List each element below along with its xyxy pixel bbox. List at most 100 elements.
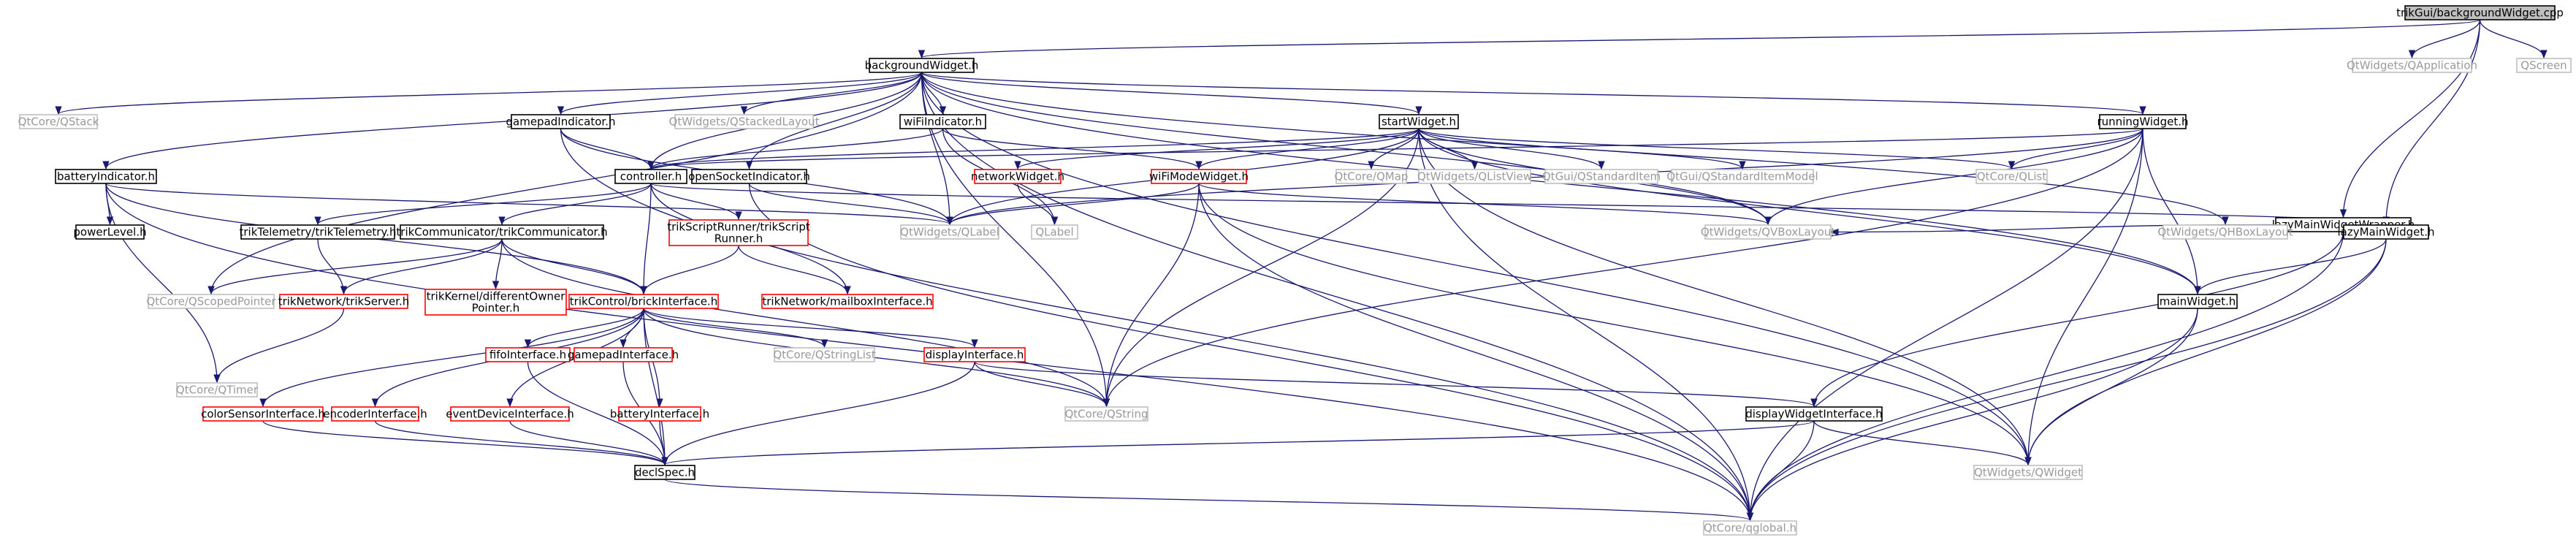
node-controller-h[interactable]: controller.h <box>614 169 687 184</box>
node-qtwidgets-qstackedlayout[interactable]: QtWidgets/QStackedLayout <box>669 114 820 129</box>
node-opensocketindicator-h[interactable]: openSocketIndicator.h <box>688 169 810 184</box>
node-fifointerface-h[interactable]: fifoInterface.h <box>485 347 571 362</box>
node-lazymainwidget-h[interactable]: lazyMainWidget.h <box>2337 224 2435 240</box>
edge-opensock-to-qglobal <box>748 183 1754 522</box>
node-box <box>1379 114 1459 129</box>
node-gamepadinterface-h[interactable]: gamepadInterface.h <box>568 347 679 362</box>
node-label: mainWidget.h <box>2160 295 2236 308</box>
node-label: trikKernel/differentOwner <box>427 290 566 303</box>
node-displayinterface-h[interactable]: displayInterface.h <box>923 347 1026 362</box>
node-qtcore-qstring[interactable]: QtCore/QString <box>1064 406 1148 422</box>
edge-wifimode-to-qglobal <box>1198 183 1754 522</box>
node-trikgui-backgroundwidget-cpp[interactable]: trikGui/backgroundWidget.cpp <box>2396 5 2564 20</box>
node-triknetwork-mailboxinterface-h[interactable]: trikNetwork/mailboxInterface.h <box>761 294 934 309</box>
node-box <box>2162 224 2288 240</box>
node-batteryinterface-h[interactable]: batteryInterface.h <box>610 406 709 422</box>
edge-startw-to-qglobal <box>1418 128 1754 522</box>
edge-bgw-to-qstacked <box>740 72 923 115</box>
edge-gamepadind-to-controller <box>560 128 655 170</box>
node-runningwidget-h[interactable]: runningWidget.h <box>2097 114 2189 129</box>
edge-controller-to-brickif <box>640 183 652 295</box>
node-layer: trikGui/backgroundWidget.cppQtWidgets/QA… <box>18 5 2572 536</box>
node-startwidget-h[interactable]: startWidget.h <box>1379 114 1459 129</box>
node-mainwidget-h[interactable]: mainWidget.h <box>2157 294 2238 309</box>
edge-startw-to-networkw <box>1014 128 1420 170</box>
node-box <box>1544 169 1658 184</box>
edge-brickif-to-displayif <box>643 308 978 349</box>
edge-startw-to-controller <box>647 128 1420 170</box>
edge-brickif-to-qstrlist <box>643 308 828 349</box>
node-label: QtCore/QMap <box>1335 170 1409 183</box>
node-qtwidgets-qvboxlayout[interactable]: QtWidgets/QVBoxLayout <box>1701 224 1835 240</box>
node-colorsensorinterface-h[interactable]: colorSensorInterface.h <box>201 406 325 422</box>
node-qtgui-qstandarditem[interactable]: QtGui/QStandardItem <box>1542 169 1661 184</box>
edge-displaywidgetif-to-declspec <box>661 420 1815 466</box>
edge-gamepadind-to-qglobal <box>560 128 1754 522</box>
node-label: QtWidgets/QStackedLayout <box>669 115 820 129</box>
node-trikcommunicator-trikcommunicator-h[interactable]: trikCommunicator/trikCommunicator.h <box>396 224 608 240</box>
node-qlabel[interactable]: QLabel <box>1031 224 1078 240</box>
node-qtcore-qmap[interactable]: QtCore/QMap <box>1335 169 1409 184</box>
node-qscreen[interactable]: QScreen <box>2516 58 2572 73</box>
edge-scriptrunner-to-mailbox <box>738 245 851 295</box>
node-wifiindicator-h[interactable]: wiFiIndicator.h <box>899 114 986 129</box>
node-batteryindicator-h[interactable]: batteryIndicator.h <box>55 169 157 184</box>
node-box <box>974 169 1062 184</box>
node-displaywidgetinterface-h[interactable]: displayWidgetInterface.h <box>1745 406 1883 422</box>
node-qtcore-qglobal-h[interactable]: QtCore/qglobal.h <box>1703 520 1797 536</box>
node-box <box>1745 406 1883 422</box>
node-box <box>774 347 875 362</box>
node-qtcore-qtimer[interactable]: QtCore/QTimer <box>176 382 259 398</box>
node-wifimodewidget-h[interactable]: wiFiModeWidget.h <box>1149 169 1249 184</box>
node-label: encoderInterface.h <box>323 408 427 421</box>
node-qtwidgets-qwidget[interactable]: QtWidgets/QWidget <box>1973 465 2083 480</box>
node-label: QtCore/qglobal.h <box>1704 522 1796 535</box>
node-label: QtCore/QScopedPointer <box>146 295 276 308</box>
node-eventdeviceinterface-h[interactable]: eventDeviceInterface.h <box>446 406 574 422</box>
node-triknetwork-trikserver-h[interactable]: trikNetwork/trikServer.h <box>278 294 410 309</box>
node-label: powerLevel.h <box>73 226 146 239</box>
edge-mainw-to-qwidget <box>2024 308 2198 466</box>
node-label: batteryInterface.h <box>610 408 709 421</box>
edge-startw-to-qstdmodel <box>1418 128 1746 170</box>
node-encoderinterface-h[interactable]: encoderInterface.h <box>323 406 427 422</box>
node-qtcore-qscopedpointer[interactable]: QtCore/QScopedPointer <box>146 294 276 309</box>
node-box <box>1418 169 1531 184</box>
node-declspec-h[interactable]: declSpec.h <box>634 465 696 480</box>
edge-displayif-to-qstring <box>974 361 1110 408</box>
node-label: trikNetwork/trikServer.h <box>278 295 410 308</box>
node-qtgui-qstandarditemmodel[interactable]: QtGui/QStandardItemModel <box>1666 169 1818 184</box>
node-qtwidgets-qapplication[interactable]: QtWidgets/QApplication <box>2347 58 2477 73</box>
node-qtcore-qstack[interactable]: QtCore/QStack <box>18 114 99 129</box>
node-qtwidgets-qhboxlayout[interactable]: QtWidgets/QHBoxLayout <box>2157 224 2293 240</box>
node-trikscriptrunner-trikscriptrunner-h[interactable]: trikScriptRunner/trikScriptRunner.h <box>667 219 810 246</box>
edge-declspec-to-qglobal <box>664 479 1753 522</box>
edge-root-to-qapp <box>2408 19 2481 59</box>
node-label: runningWidget.h <box>2097 115 2189 129</box>
node-qtcore-qstringlist[interactable]: QtCore/QStringList <box>773 347 876 362</box>
node-gamepadindicator-h[interactable]: gamepadIndicator.h <box>506 114 616 129</box>
edge-wifiind-to-controller <box>647 128 944 170</box>
node-triktelemetry-triktelemetry-h[interactable]: trikTelemetry/trikTelemetry.h <box>239 224 397 240</box>
edge-fifoif-to-declspec <box>527 361 668 466</box>
node-box <box>331 406 419 422</box>
node-label: backgroundWidget.h <box>865 59 979 72</box>
edge-startw-to-mainw <box>1418 128 2201 295</box>
node-qtwidgets-qlistview[interactable]: QtWidgets/QListView <box>1417 169 1532 184</box>
node-label: displayWidgetInterface.h <box>1745 408 1883 421</box>
node-trikcontrol-brickinterface-h[interactable]: trikControl/brickInterface.h <box>568 294 719 309</box>
node-qtwidgets-qlabel[interactable]: QtWidgets/QLabel <box>900 224 999 240</box>
node-qtcore-qlist[interactable]: QtCore/QList <box>1975 169 2048 184</box>
edge-lmww-to-qglobal <box>1746 231 2344 522</box>
node-box <box>485 347 571 362</box>
node-box <box>761 294 934 309</box>
node-label: QtWidgets/QWidget <box>1974 466 2082 479</box>
node-label: Runner.h <box>715 232 763 246</box>
node-box <box>691 169 807 184</box>
node-backgroundwidget-h[interactable]: backgroundWidget.h <box>865 58 979 73</box>
edge-communicator-to-qscoped <box>207 238 503 295</box>
edge-controller-to-scriptrunner <box>650 183 742 221</box>
node-powerlevel-h[interactable]: powerLevel.h <box>73 224 147 240</box>
node-networkwidget-h[interactable]: networkWidget.h <box>971 169 1064 184</box>
